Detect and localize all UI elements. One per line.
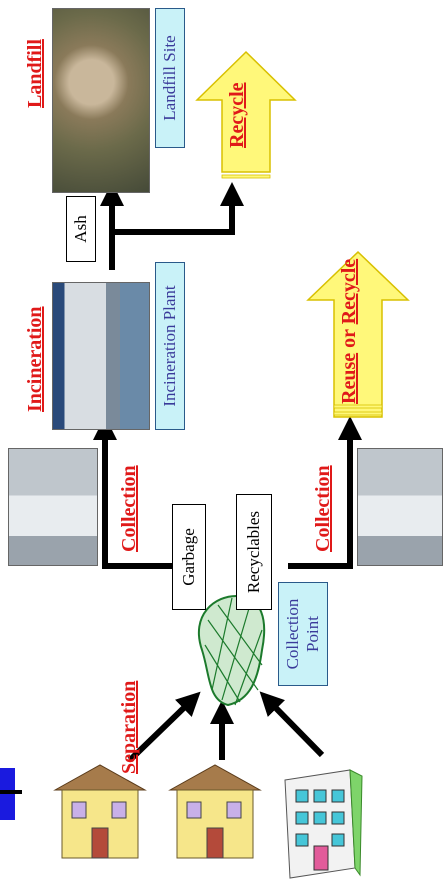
separation-label: Separation [118, 680, 140, 774]
house-icon-2 [168, 764, 262, 859]
arrow-building-to-point [259, 691, 325, 758]
arrow-house1-to-point [127, 691, 201, 763]
landfill-label: Landfill [24, 39, 46, 108]
reuse-or-recycle-label: Reuse or Recycle [338, 259, 361, 404]
collection-label-top: Collection [118, 465, 140, 552]
collection-truck-photo-top [8, 448, 98, 566]
recycle-yellow-arrow [195, 50, 297, 179]
or-word: or [338, 329, 360, 348]
collection-point-line1: Collection [283, 598, 303, 670]
landfill-site-box: Landfill Site [155, 8, 185, 148]
collection-label-bottom: Collection [312, 465, 334, 552]
collection-point-box: Collection Point [278, 582, 328, 686]
apartment-icon [284, 769, 363, 879]
accent-bar [0, 768, 22, 820]
arrow-ash-to-recycle [112, 182, 244, 235]
recycle-label: Recycle [226, 82, 248, 148]
garbage-box: Garbage [172, 504, 206, 610]
collection-net-icon [197, 594, 266, 707]
collection-truck-photo-bottom [357, 448, 443, 566]
landfill-site-photo [52, 8, 150, 193]
incineration-plant-box: Incineration Plant [155, 262, 185, 430]
incineration-plant-photo [52, 282, 150, 430]
ash-box: Ash [66, 196, 96, 262]
house-icon-1 [53, 764, 147, 859]
incineration-label: Incineration [24, 306, 46, 412]
collection-point-line2: Point [303, 616, 322, 652]
reuse-yellow-arrow [306, 250, 410, 418]
reuse-word: Reuse [338, 352, 360, 404]
arrow-garbage-to-incineration [93, 416, 175, 569]
recyclables-box: Recyclables [236, 494, 272, 610]
recycle-word: Recycle [338, 258, 360, 325]
arrow-recyclables-to-reuse [288, 416, 362, 569]
